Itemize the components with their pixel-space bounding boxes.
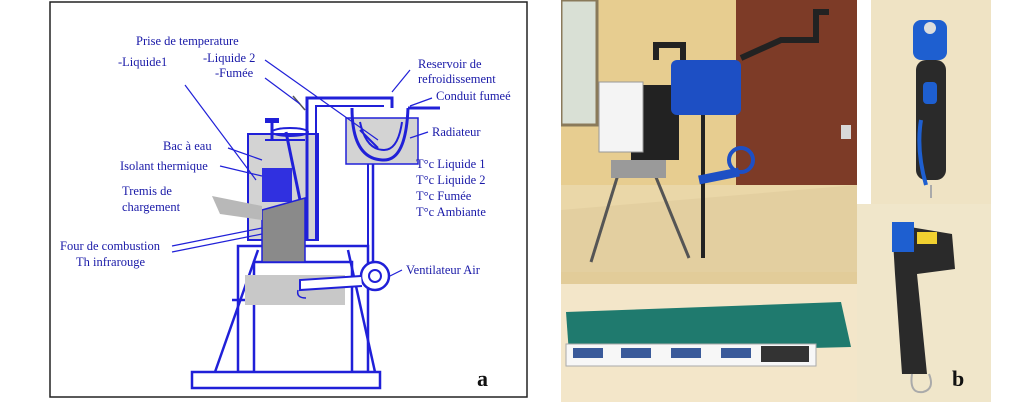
label-liquide1: -Liquide1 (118, 55, 167, 69)
label-bac: Bac à eau (163, 139, 212, 153)
label-reservoir-1: Reservoir de (418, 57, 482, 71)
label-reservoir-2: refroidissement (418, 72, 496, 86)
label-tremis-2: chargement (122, 200, 181, 214)
label-th: Th infrarouge (76, 255, 146, 269)
leader-lines (171, 59, 433, 277)
air-pipe (371, 164, 375, 264)
display-panel (598, 81, 644, 153)
photo-thermometer-top (871, 0, 991, 204)
insulation-blue (262, 168, 292, 202)
label-t-amb: T°c Ambiante (416, 205, 486, 219)
tank-cap (265, 118, 279, 123)
label-radiateur: Radiateur (432, 125, 481, 139)
label-t-liq1: T°c Liquide 1 (416, 157, 486, 171)
panel-a-letter: a (477, 366, 488, 391)
smoke-duct (305, 96, 394, 240)
label-isolant: Isolant thermique (120, 159, 208, 173)
label-liquide2: -Liquide 2 (203, 51, 255, 65)
air-duct (299, 275, 363, 292)
label-tremis-1: Tremis de (122, 184, 172, 198)
label-t-fumee: T°c Fumée (416, 189, 472, 203)
label-fumee: -Fumée (215, 66, 254, 80)
combustion-furnace (261, 197, 306, 263)
stand (190, 244, 382, 390)
fan (359, 260, 391, 292)
label-prise-temp: Prise de temperature (136, 34, 239, 48)
display-board-illustration (561, 272, 857, 402)
ir-thermometer-illustration (871, 0, 991, 204)
panel-b-letter: b (952, 366, 965, 391)
photo-display-board (561, 272, 857, 402)
label-four: Four de combustion (60, 239, 161, 253)
label-t-liq2: T°c Liquide 2 (416, 173, 486, 187)
photo-thermometer-side (857, 204, 991, 402)
loading-hopper (212, 196, 262, 220)
label-ventilateur: Ventilateur Air (406, 263, 481, 277)
apparatus-illustration (561, 0, 857, 272)
ir-thermometer-side-illustration (857, 204, 991, 402)
photo-apparatus (561, 0, 857, 272)
label-conduit: Conduit fumeé (436, 89, 511, 103)
window (561, 0, 599, 127)
